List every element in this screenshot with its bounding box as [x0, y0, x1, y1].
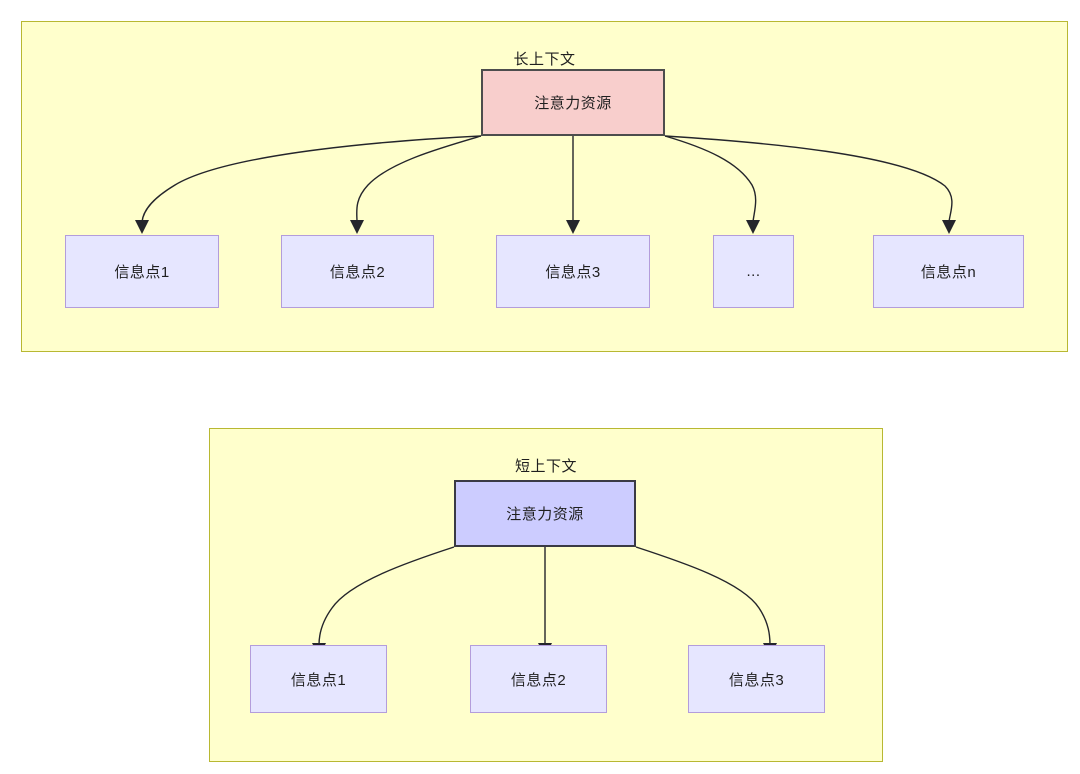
info-point-long-n-label: 信息点n [920, 264, 977, 281]
attention-resource-short-node[interactable]: 注意力资源 [454, 480, 636, 547]
info-point-long-1-label: 信息点1 [114, 264, 170, 281]
info-point-short-2-label: 信息点2 [510, 671, 567, 689]
attention-resource-long-label: 注意力资源 [534, 95, 612, 112]
info-point-long-1[interactable]: 信息点1 [65, 235, 219, 308]
long-context-title: 长上下文 [513, 51, 576, 68]
info-point-long-n[interactable]: 信息点n [873, 235, 1024, 308]
info-point-short-1-label: 信息点1 [290, 671, 347, 689]
info-point-long-ellipsis-label: ... [746, 263, 761, 280]
info-point-short-1[interactable]: 信息点1 [250, 645, 387, 713]
info-point-long-2-label: 信息点2 [329, 264, 386, 281]
attention-resource-short-label: 注意力资源 [506, 506, 584, 523]
info-point-long-3-label: 信息点3 [545, 264, 601, 281]
info-point-long-2[interactable]: 信息点2 [281, 235, 434, 308]
attention-resource-long-node[interactable]: 注意力资源 [481, 69, 665, 136]
short-context-title: 短上下文 [514, 458, 577, 475]
info-point-short-3-label: 信息点3 [728, 671, 785, 689]
info-point-short-2[interactable]: 信息点2 [470, 645, 607, 713]
info-point-long-3[interactable]: 信息点3 [496, 235, 650, 308]
info-point-short-3[interactable]: 信息点3 [688, 645, 825, 713]
info-point-long-ellipsis[interactable]: ... [713, 235, 794, 308]
